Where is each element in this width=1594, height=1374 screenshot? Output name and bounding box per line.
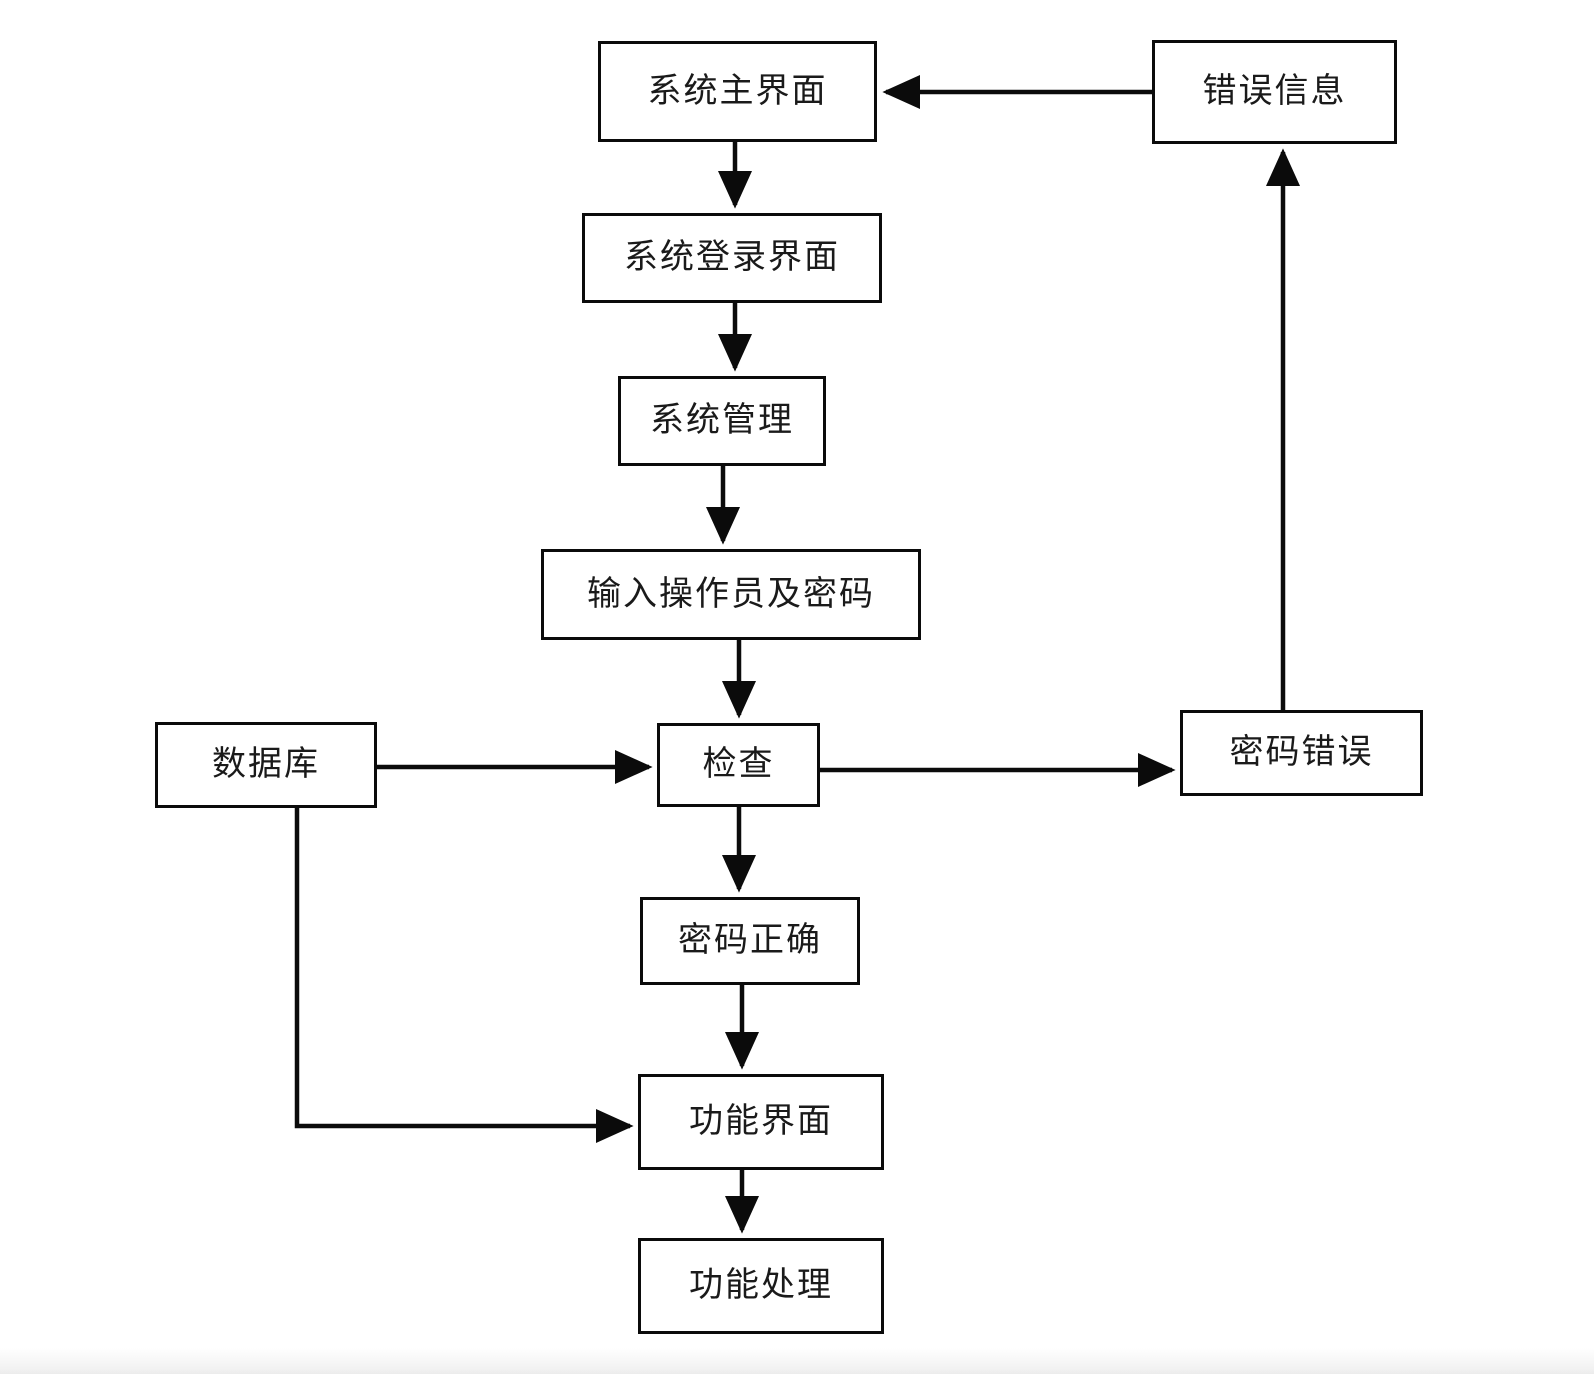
node-check[interactable]: 检查 [657, 723, 820, 807]
node-label: 系统登录界面 [624, 239, 840, 277]
edge-database-to-funcui [294, 808, 634, 1144]
node-password-correct[interactable]: 密码正确 [640, 897, 860, 985]
node-database[interactable]: 数据库 [155, 722, 377, 808]
node-label: 功能处理 [689, 1267, 833, 1305]
node-password-error[interactable]: 密码错误 [1180, 710, 1423, 796]
node-label: 输入操作员及密码 [587, 575, 875, 613]
node-label: 功能界面 [689, 1103, 833, 1141]
node-system-management[interactable]: 系统管理 [618, 376, 826, 466]
page-bottom-shadow [0, 1348, 1594, 1374]
node-system-main-interface[interactable]: 系统主界面 [598, 41, 877, 142]
node-error-message[interactable]: 错误信息 [1152, 40, 1397, 144]
node-label: 系统管理 [650, 402, 794, 440]
node-label: 错误信息 [1202, 73, 1347, 111]
node-system-login-interface[interactable]: 系统登录界面 [582, 213, 882, 303]
node-label: 数据库 [212, 746, 320, 784]
node-label: 检查 [702, 746, 775, 784]
node-label: 系统主界面 [647, 72, 828, 110]
node-label: 密码错误 [1229, 734, 1374, 772]
node-input-operator-password[interactable]: 输入操作员及密码 [541, 549, 921, 640]
node-function-interface[interactable]: 功能界面 [638, 1074, 884, 1170]
node-function-processing[interactable]: 功能处理 [638, 1238, 884, 1334]
node-label: 密码正确 [678, 922, 822, 960]
